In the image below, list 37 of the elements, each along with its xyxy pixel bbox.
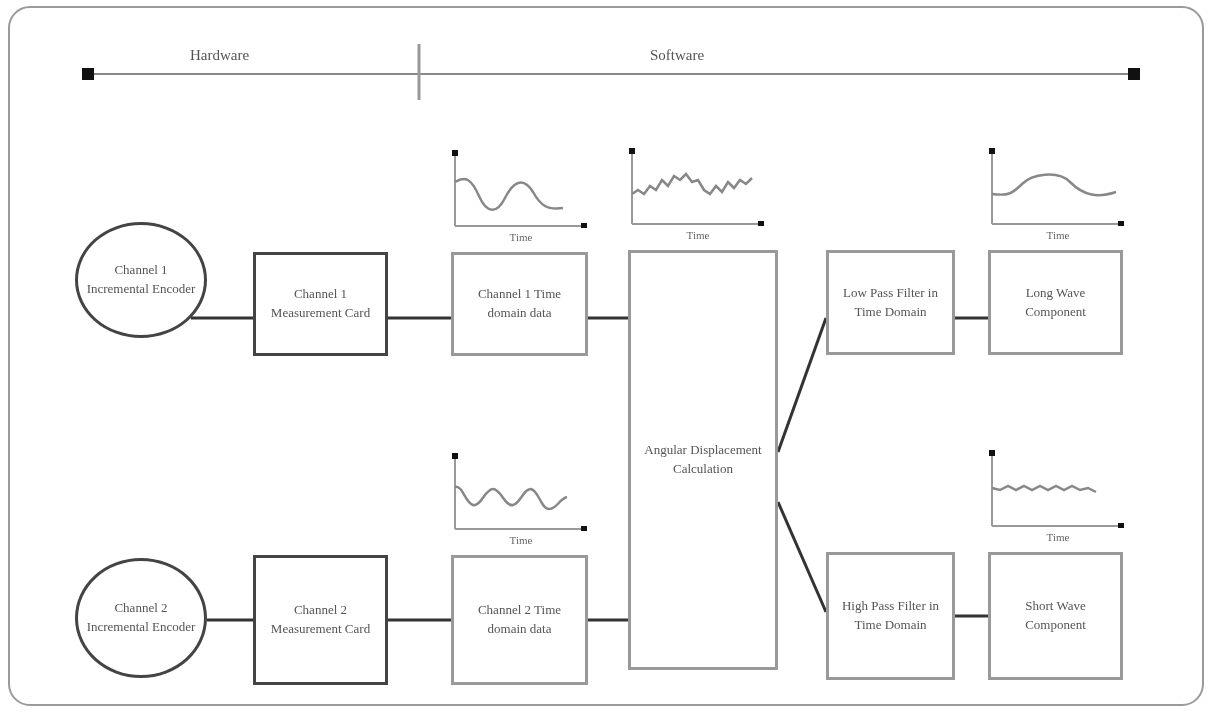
node-label: Channel 1 Measurement Card: [269, 285, 372, 322]
node-label: Long Wave Component: [1024, 283, 1087, 321]
process-box: [826, 552, 955, 680]
node-label: Channel 2 Incremental Encoder: [86, 599, 196, 636]
process-box: [253, 555, 388, 685]
process-box: [826, 250, 955, 355]
node-label: Channel 2 Time domain data: [476, 601, 563, 638]
axis-label: Time: [508, 535, 534, 546]
connector-line: [955, 316, 988, 320]
node-label: High Pass Filter in Time Domain: [840, 597, 941, 634]
process-box: [988, 250, 1123, 355]
section-label: Hardware: [190, 46, 250, 65]
process-box: [253, 252, 388, 356]
axis-label: Time: [1045, 532, 1071, 543]
process-box: [451, 555, 588, 685]
node-label: Low Pass Filter in Time Domain: [842, 283, 939, 321]
node-label: Channel 1 Incremental Encoder: [86, 261, 196, 298]
axis-label: Time: [508, 232, 534, 243]
axis-label: Time: [1045, 230, 1071, 241]
axis-label: Time: [685, 230, 711, 241]
node-label: Short Wave Component: [1024, 597, 1087, 634]
node-label: Channel 1 Time domain data: [476, 285, 563, 322]
connector-line: [190, 316, 253, 320]
process-box: [628, 250, 778, 670]
section-label: Software: [650, 46, 705, 65]
connector-line: [388, 618, 451, 622]
node-label: Channel 2 Measurement Card: [269, 601, 372, 638]
connector-line: [955, 614, 988, 618]
process-box: [451, 252, 588, 356]
connector-line: [388, 316, 451, 320]
connector-line: [588, 316, 628, 320]
node-label: Angular Displacement Calculation: [643, 441, 763, 478]
connector-line: [776, 501, 828, 613]
connector-line: [776, 317, 828, 453]
connector-line: [206, 618, 253, 622]
process-box: [988, 552, 1123, 680]
connector-line: [588, 618, 628, 622]
